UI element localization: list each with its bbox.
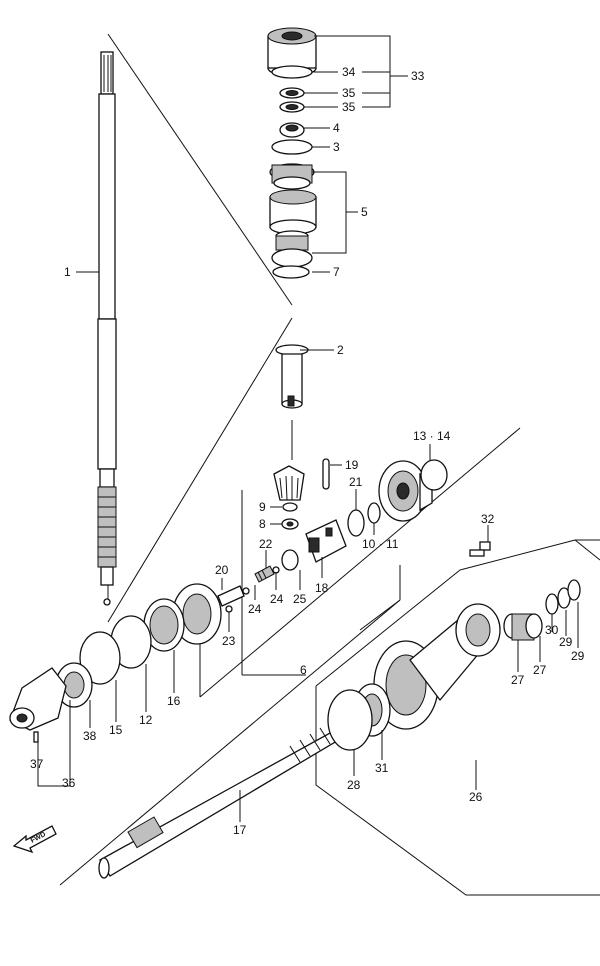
callout-18: 18: [315, 581, 329, 595]
callout-35-upper: 35: [342, 86, 356, 100]
callout-6: 6: [300, 663, 307, 677]
bearing-carrier: [327, 603, 501, 751]
bushing: [281, 549, 299, 571]
callout-8: 8: [259, 517, 266, 531]
callout-22: 22: [259, 537, 273, 551]
forward-gear: [378, 459, 448, 522]
callout-7: 7: [333, 265, 340, 279]
callout-9: 9: [259, 500, 266, 514]
callout-24-right: 24: [270, 592, 284, 606]
callout-19: 19: [345, 458, 359, 472]
callout-32: 32: [481, 512, 495, 526]
callout-24-left: 24: [248, 602, 262, 616]
callout-38: 38: [83, 729, 97, 743]
driveshaft: [97, 51, 117, 606]
upper-bearing-stack: [267, 27, 317, 279]
callout-37: 37: [30, 757, 44, 771]
callout-10-11: 10 · 11: [362, 537, 399, 551]
shim-15: [79, 631, 121, 685]
callout-30: 30: [545, 623, 559, 637]
washer: [367, 502, 381, 524]
callout-23: 23: [222, 634, 236, 648]
shift-plunger: [217, 565, 280, 613]
pinion-gear: [273, 465, 305, 530]
callout-31: 31: [375, 761, 389, 775]
callout-27-right: 27: [533, 663, 547, 677]
frame-lines: [59, 33, 600, 896]
callout-2: 2: [337, 343, 344, 357]
callout-36: 36: [62, 776, 76, 790]
callout-1: 1: [64, 265, 71, 279]
callout-4: 4: [333, 121, 340, 135]
callout-25: 25: [293, 592, 307, 606]
propeller-shaft: [98, 721, 353, 879]
callout-29-right: 29: [571, 649, 585, 663]
callout-26: 26: [469, 790, 483, 804]
callout-16: 16: [167, 694, 181, 708]
sleeve: [275, 344, 309, 409]
pin: [322, 458, 330, 490]
callout-35-lower: 35: [342, 100, 356, 114]
callout-17: 17: [233, 823, 247, 837]
callout-20: 20: [215, 563, 229, 577]
forward-direction-arrow-icon: FWD: [12, 825, 57, 854]
bearing-housing: [9, 662, 93, 743]
callout-labels: 1 2 3 4 5 6 7 8 9 10 · 11 12 13 · 14 15 …: [30, 65, 585, 837]
clutch-dog: [305, 519, 347, 563]
callout-13-14: 13 · 14: [413, 429, 451, 443]
ring: [347, 509, 365, 537]
callout-33: 33: [411, 69, 425, 83]
callout-28: 28: [347, 778, 361, 792]
callout-29-left: 29: [559, 635, 573, 649]
callout-34: 34: [342, 65, 356, 79]
callout-21: 21: [349, 475, 363, 489]
callout-15: 15: [109, 723, 123, 737]
callout-5: 5: [361, 205, 368, 219]
bolt: [469, 541, 491, 557]
callout-12: 12: [139, 713, 153, 727]
reverse-gear: [143, 583, 222, 652]
rear-bearings: [503, 579, 581, 641]
callout-3: 3: [333, 140, 340, 154]
callout-27-left: 27: [511, 673, 525, 687]
leader-lines: [37, 35, 579, 822]
